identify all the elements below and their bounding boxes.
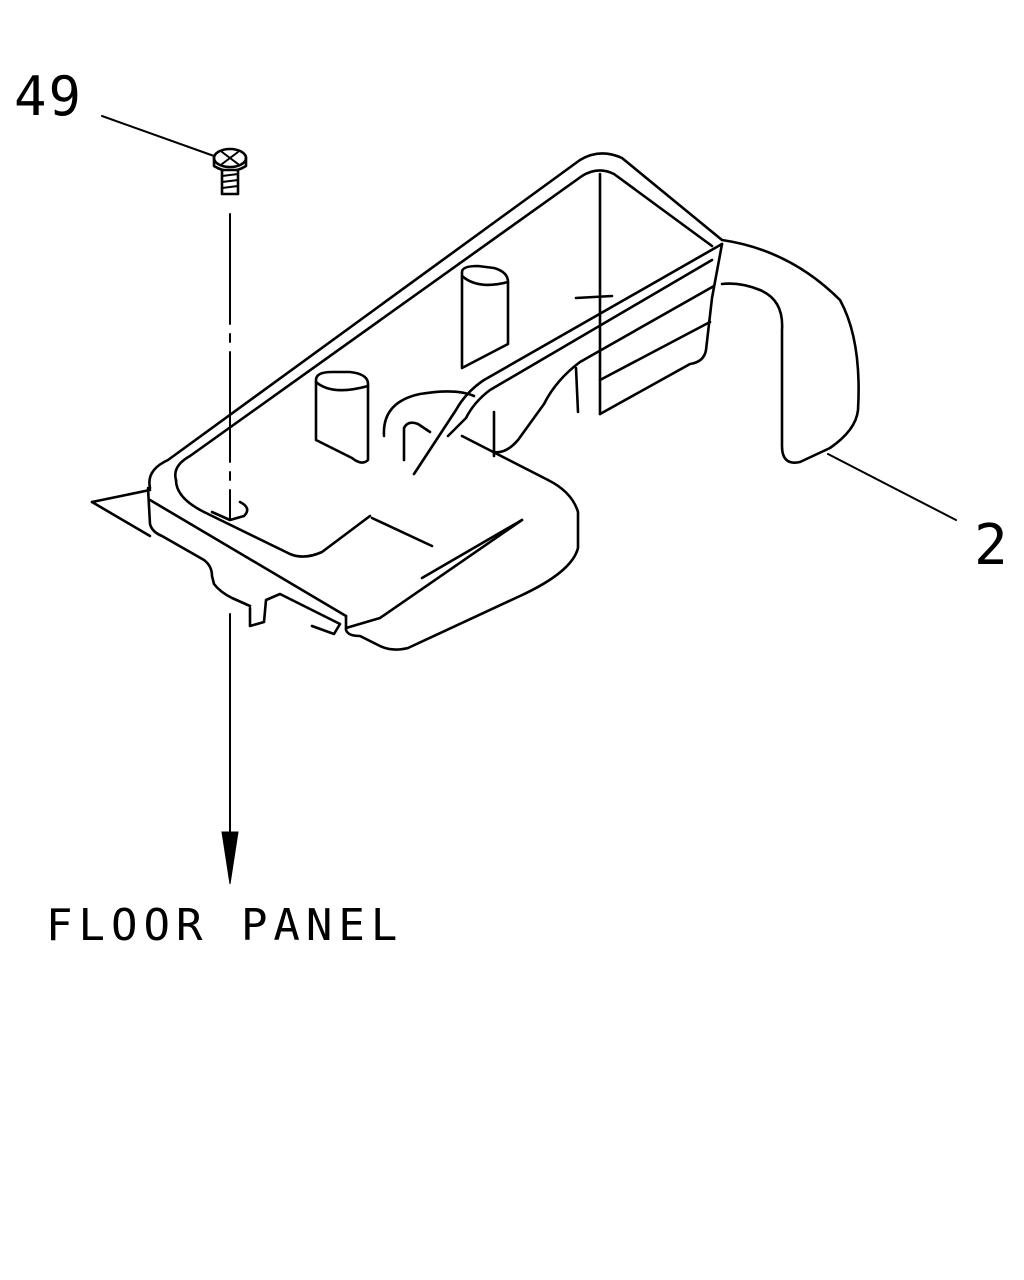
callout-49-leader [101,115,215,157]
callout-2-leader [827,453,957,521]
console-cover-part-2 [90,152,860,651]
floor-panel-arrow [221,613,239,885]
floor-panel-label: FLOOR PANEL [46,900,404,951]
screw-part-49 [212,147,248,196]
callout-2-label: 2 [974,513,1008,578]
callout-49-label: 49 [14,65,84,128]
